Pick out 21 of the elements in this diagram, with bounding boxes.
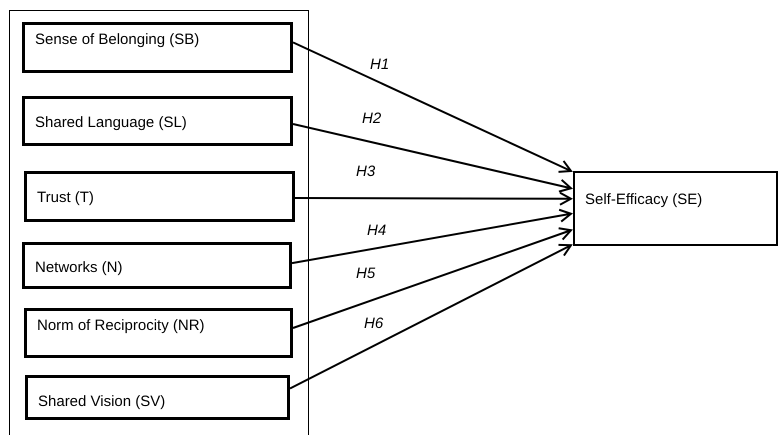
construct-label: Trust (T): [37, 189, 95, 206]
construct-box: [24, 171, 295, 222]
arrow: [292, 208, 572, 264]
arrow: [295, 192, 572, 206]
arrow: [292, 227, 572, 329]
construct-label: Norm of Reciprocity (NR): [37, 317, 206, 334]
construct-label: Shared Language (SL): [35, 114, 188, 131]
arrow: [292, 42, 572, 173]
construct-box: [22, 22, 293, 73]
arrow: [292, 123, 572, 193]
construct-box: [25, 375, 290, 420]
group-frame: [9, 10, 309, 435]
construct-box: [22, 242, 292, 289]
construct-box: [573, 171, 778, 246]
construct-label: Self-Efficacy (SE): [585, 191, 704, 208]
construct-label: Networks (N): [35, 259, 124, 276]
construct-box: [22, 96, 293, 146]
construct-box: [24, 308, 293, 358]
construct-label: Sense of Belonging (SB): [35, 31, 200, 48]
arrow: [290, 244, 572, 390]
construct-label: Shared Vision (SV): [38, 393, 166, 410]
